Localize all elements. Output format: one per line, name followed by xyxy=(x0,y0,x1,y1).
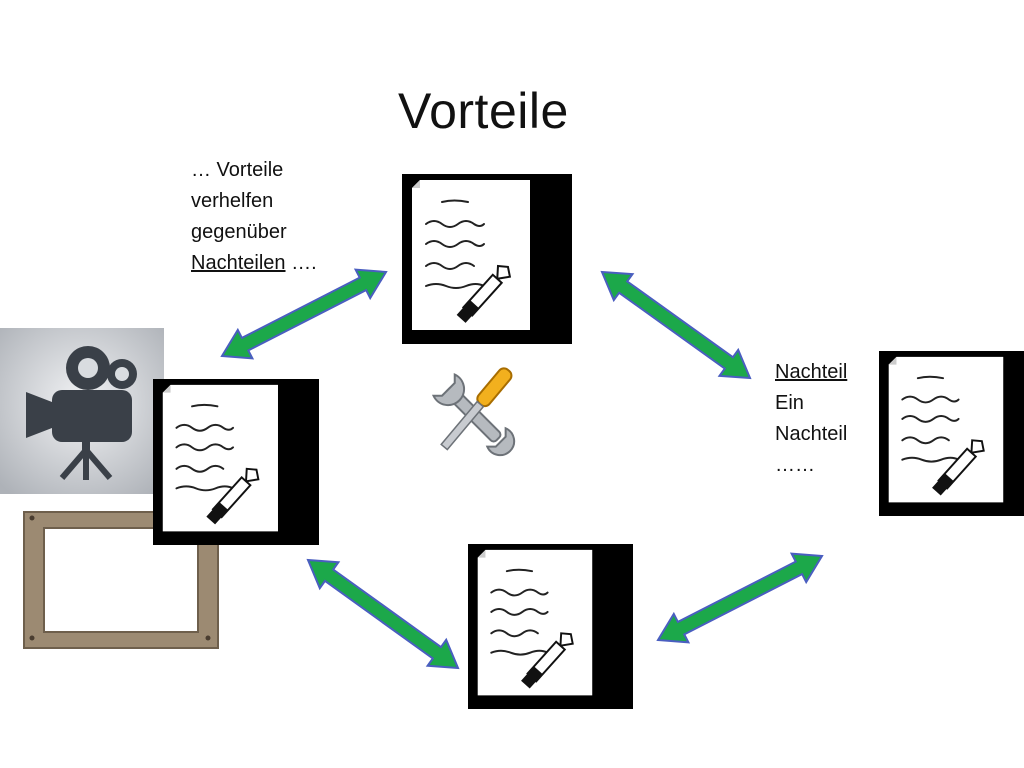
arrow-bottom-right xyxy=(656,552,824,644)
document-pen-icon xyxy=(879,351,1024,516)
right-note-line-1: Nachteil xyxy=(775,361,848,383)
video-camera-icon xyxy=(0,328,164,494)
document-pen-icon xyxy=(468,544,633,709)
arrow-top-left xyxy=(220,268,388,360)
right-note-line-4: …… xyxy=(775,454,815,476)
left-note-line-3: gegenüber xyxy=(191,221,287,243)
slide-title: Vorteile xyxy=(398,83,569,139)
wrench-screwdriver-icon xyxy=(431,367,516,457)
arrow-top-right xyxy=(600,270,752,380)
right-note-line-3: Nachteil xyxy=(775,423,848,445)
left-note-line-4: Nachteilen …. xyxy=(191,248,317,279)
right-note: Nachteil Ein Nachteil …… xyxy=(775,357,847,481)
document-pen-icon xyxy=(153,379,319,545)
left-note-underlined: Nachteilen xyxy=(191,252,286,274)
left-note: … Vorteile verhelfen gegenüber Nachteile… xyxy=(191,155,317,279)
right-note-line-2: Ein xyxy=(775,392,804,414)
document-pen-icon xyxy=(402,174,572,344)
left-note-line-1: … Vorteile xyxy=(191,159,284,181)
arrow-bottom-left xyxy=(306,558,460,670)
left-note-line-2: verhelfen xyxy=(191,190,274,212)
left-note-trailing: …. xyxy=(285,252,317,274)
